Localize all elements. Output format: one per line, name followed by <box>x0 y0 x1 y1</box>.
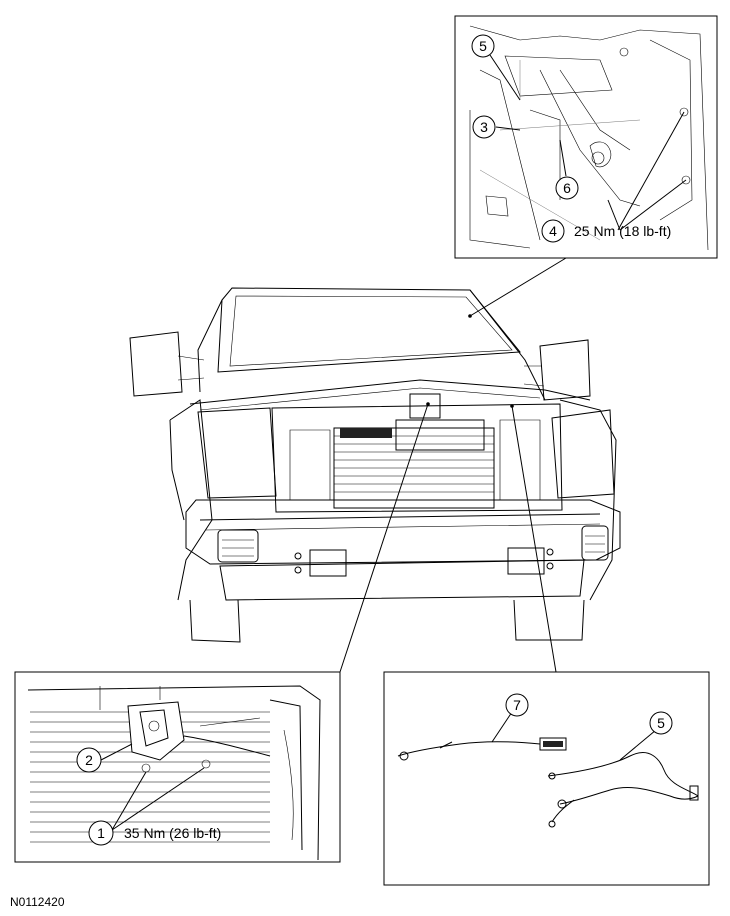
callout-6: 6 <box>555 176 579 200</box>
torque-spec-item4: 25 Nm (18 lb-ft) <box>574 223 671 239</box>
svg-text:5: 5 <box>657 715 665 731</box>
callout-4: 4 <box>541 219 565 243</box>
svg-text:5: 5 <box>479 38 487 54</box>
callout-2: 2 <box>76 747 102 773</box>
right-headlamp <box>551 409 615 499</box>
torque-spec-item1: 35 Nm (26 lb-ft) <box>124 825 221 841</box>
left-mirror <box>129 331 183 397</box>
figure-id: N0112420 <box>10 895 65 909</box>
left-headlamp <box>197 407 277 499</box>
svg-text:4: 4 <box>549 223 557 239</box>
callout-3: 3 <box>472 115 496 139</box>
inset-hood-latch-lower <box>14 671 341 863</box>
callout-7: 7 <box>505 693 529 717</box>
leader-lines <box>339 257 567 673</box>
inset-hood-latch-upper <box>454 15 718 259</box>
svg-text:6: 6 <box>563 180 571 196</box>
right-mirror <box>539 339 591 401</box>
svg-text:2: 2 <box>85 752 93 768</box>
svg-text:3: 3 <box>480 119 488 135</box>
callout-1: 1 <box>88 820 114 846</box>
inset-wiring-harness <box>383 671 710 886</box>
callout-5-harness: 5 <box>649 711 673 735</box>
svg-text:7: 7 <box>513 697 521 713</box>
callout-5-top: 5 <box>471 34 495 58</box>
truck-front-view <box>129 287 621 643</box>
svg-text:1: 1 <box>97 825 105 841</box>
